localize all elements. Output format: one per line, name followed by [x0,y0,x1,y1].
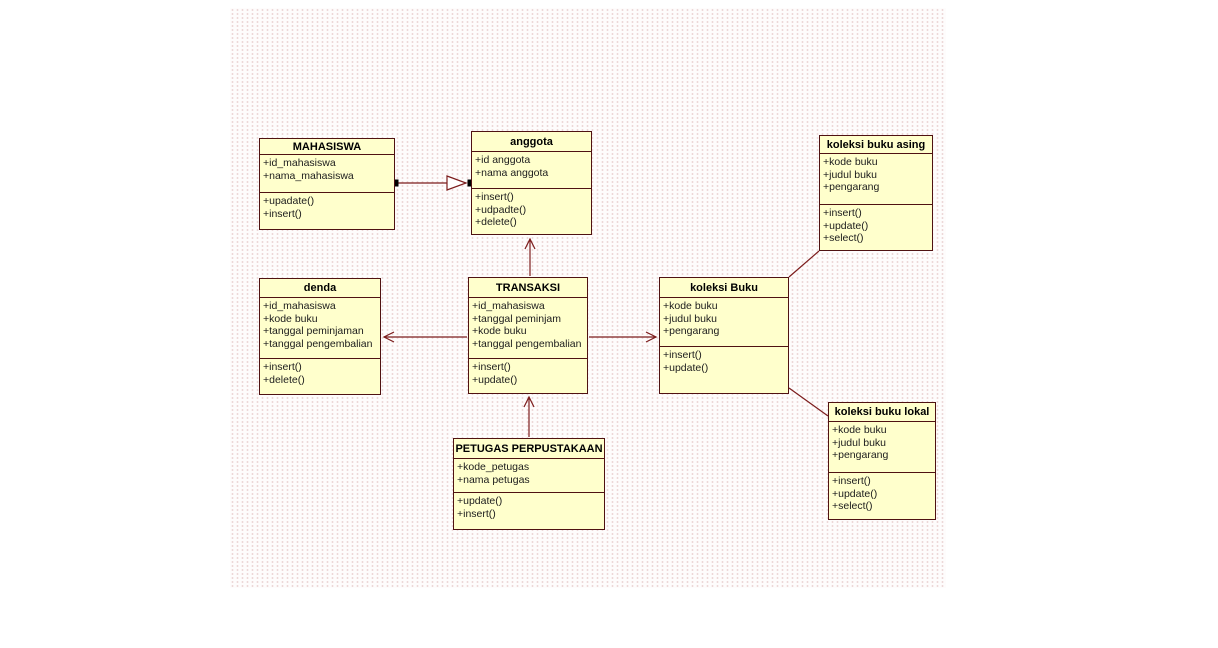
attribute: +pengarang [832,449,889,462]
attribute: +pengarang [823,181,880,194]
class-methods-section: +insert()+delete() [260,359,380,394]
class-attributes-section: +kode buku+judul buku+pengarang [829,422,935,473]
class-title: koleksi buku lokal [829,403,935,422]
class-methods-section: +insert()+update() [660,347,788,393]
class-title: koleksi buku asing [820,136,932,154]
attribute: +nama anggota [475,166,549,179]
method: +upadate() [263,195,315,207]
attribute: +tanggal pengembalian [263,337,373,350]
class-methods-section: +insert()+update()+select() [829,473,935,519]
method: +insert() [475,191,514,203]
class-title: koleksi Buku [660,278,788,298]
method: +insert() [823,207,862,219]
class-attributes-section: +id_mahasiswa+tanggal peminjam+kode buku… [469,298,587,359]
class-methods-section: +insert()+udpadte()+delete() [472,189,591,234]
method: +delete() [263,373,305,386]
attribute: +id_mahasiswa [472,300,545,312]
method: +select() [832,500,873,513]
method: +insert() [263,361,302,373]
attribute: +tanggal peminjam [472,312,562,325]
class-attributes-section: +id_mahasiswa+kode buku+tanggal peminjam… [260,298,380,359]
attribute: +id_mahasiswa [263,157,336,169]
method: +insert() [832,475,871,487]
class-title: denda [260,279,380,298]
class-petugas-perpustakaan[interactable]: PETUGAS PERPUSTAKAAN+kode_petugas+nama p… [453,438,605,530]
class-methods-section: +insert()+update() [469,359,587,393]
class-mahasiswa[interactable]: MAHASISWA+id_mahasiswa+nama_mahasiswa+up… [259,138,395,230]
attribute: +id_mahasiswa [263,300,336,312]
method: +insert() [472,361,511,373]
class-title: anggota [472,132,591,152]
attribute: +judul buku [832,436,887,449]
method: +select() [823,232,864,245]
class-methods-section: +insert()+update()+select() [820,205,932,250]
attribute: +kode buku [823,156,878,168]
attribute: +kode buku [263,312,318,325]
attribute: +id anggota [475,154,531,166]
method: +update() [472,373,518,386]
class-attributes-section: +id anggota+nama anggota [472,152,591,189]
attribute: +tanggal pengembalian [472,337,582,350]
class-attributes-section: +kode_petugas+nama petugas [454,459,604,493]
class-denda[interactable]: denda+id_mahasiswa+kode buku+tanggal pem… [259,278,381,395]
class-methods-section: +upadate()+insert() [260,193,394,229]
method: +insert() [457,507,496,520]
method: +udpadte() [475,203,527,216]
method: +update() [663,361,709,374]
attribute: +kode buku [832,424,887,436]
class-methods-section: +update()+insert() [454,493,604,529]
class-title: MAHASISWA [260,139,394,155]
attribute: +kode buku [663,300,718,312]
class-koleksi-buku[interactable]: koleksi Buku+kode buku+judul buku+pengar… [659,277,789,394]
class-attributes-section: +id_mahasiswa+nama_mahasiswa [260,155,394,193]
attribute: +kode buku [472,325,527,338]
class-koleksi-buku-lokal[interactable]: koleksi buku lokal+kode buku+judul buku+… [828,402,936,520]
attribute: +judul buku [823,168,878,181]
attribute: +pengarang [663,325,720,338]
diagram-canvas[interactable] [230,8,946,588]
class-title: TRANSAKSI [469,278,587,298]
method: +update() [823,219,869,232]
method: +insert() [663,349,702,361]
class-anggota[interactable]: anggota+id anggota+nama anggota+insert()… [471,131,592,235]
class-attributes-section: +kode buku+judul buku+pengarang [820,154,932,205]
method: +insert() [263,207,302,220]
attribute: +nama_mahasiswa [263,169,354,182]
method: +update() [457,495,503,507]
attribute: +kode_petugas [457,461,530,473]
method: +update() [832,487,878,500]
attribute: +nama petugas [457,473,530,486]
attribute: +tanggal peminjaman [263,325,364,338]
class-attributes-section: +kode buku+judul buku+pengarang [660,298,788,347]
class-title: PETUGAS PERPUSTAKAAN [454,439,604,459]
attribute: +judul buku [663,312,718,325]
class-koleksi-buku-asing[interactable]: koleksi buku asing+kode buku+judul buku+… [819,135,933,251]
method: +delete() [475,216,517,229]
class-transaksi[interactable]: TRANSAKSI+id_mahasiswa+tanggal peminjam+… [468,277,588,394]
